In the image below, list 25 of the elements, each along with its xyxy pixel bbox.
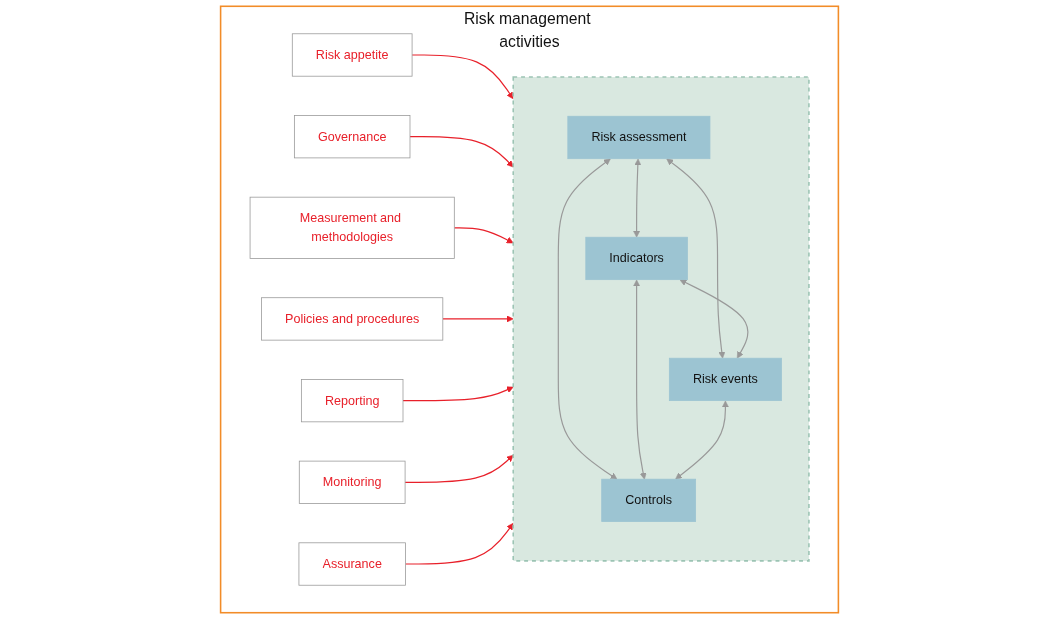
node-box: Risk events — [668, 357, 782, 401]
node-box: Policies and procedures — [261, 297, 444, 341]
node-box: Monitoring — [298, 460, 406, 504]
arrow — [404, 454, 514, 483]
arrow — [557, 158, 618, 480]
node-box: Risk assessment — [567, 115, 711, 160]
node-box: Assurance — [298, 542, 406, 586]
node-box: Reporting — [300, 379, 404, 423]
arrow — [402, 386, 514, 402]
arrow — [409, 136, 514, 168]
node-box: Risk appetite — [291, 33, 413, 77]
node-box: Controls — [601, 478, 696, 522]
arrow — [633, 158, 642, 238]
arrow — [411, 54, 514, 100]
arrow — [442, 315, 514, 323]
arrow — [633, 279, 647, 480]
node-box: Indicators — [585, 236, 688, 281]
node-box: Governance — [294, 115, 411, 159]
arrow — [453, 227, 514, 244]
arrow — [675, 400, 729, 480]
arrow — [404, 523, 514, 565]
arrow — [666, 158, 726, 359]
cluster — [512, 76, 810, 562]
node-box: Measurement and methodologies — [249, 196, 455, 259]
arrow — [679, 279, 749, 359]
